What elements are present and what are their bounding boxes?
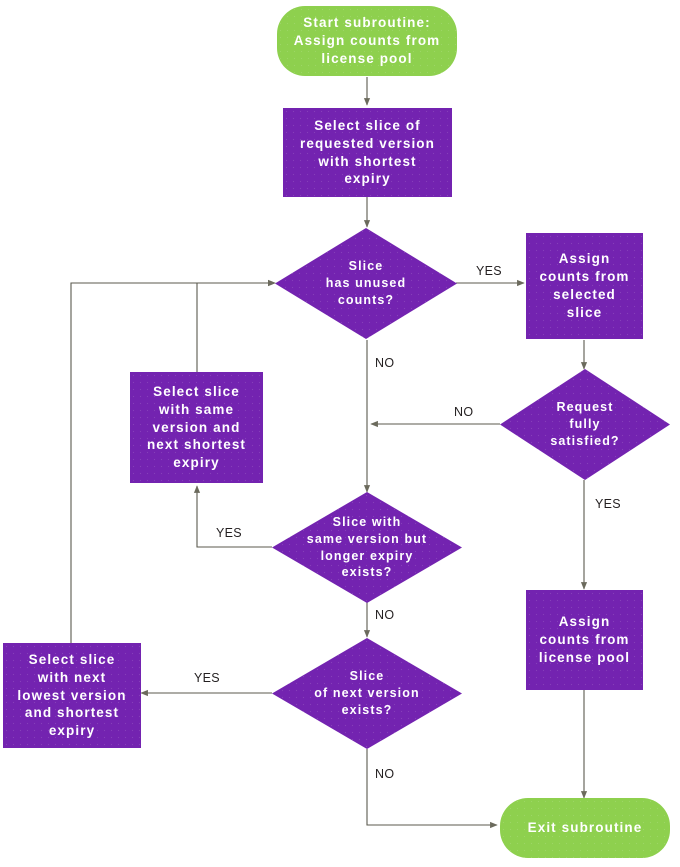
node-request-fully-satisfied[interactable]: Request fully satisfied? bbox=[500, 369, 670, 480]
node-request-fully-satisfied-label: Request fully satisfied? bbox=[550, 400, 620, 448]
edge-next-version-no bbox=[366, 749, 498, 829]
edge-label-next-version-no: NO bbox=[375, 767, 395, 781]
node-assign-counts-selected-slice[interactable]: Assign counts from selected slice bbox=[526, 233, 643, 339]
node-slice-has-unused-counts[interactable]: Slice has unused counts? bbox=[275, 228, 457, 339]
edge-label-next-version-yes: YES bbox=[194, 671, 220, 685]
node-slice-has-unused-counts-label: Slice has unused counts? bbox=[325, 259, 407, 307]
edge-label-request-satisfied-yes: YES bbox=[595, 497, 621, 511]
node-assign-counts-license-pool[interactable]: Assign counts from license pool bbox=[526, 590, 643, 690]
edge-select-next-lowest-loop bbox=[70, 279, 276, 643]
node-exit-subroutine[interactable]: Exit subroutine bbox=[500, 798, 670, 858]
edge-label-has-unused-yes: YES bbox=[476, 264, 502, 278]
edge-label-request-satisfied-no: NO bbox=[454, 405, 474, 419]
node-exit-subroutine-label: Exit subroutine bbox=[527, 820, 643, 836]
edge-select-same-version-loop bbox=[196, 279, 276, 372]
edge-label-same-version-longer-yes: YES bbox=[216, 526, 242, 540]
node-select-slice-same-version-next-expiry[interactable]: Select slice with same version and next … bbox=[130, 372, 263, 483]
edge-label-has-unused-no: NO bbox=[375, 356, 395, 370]
node-same-version-longer-expiry-exists-label: Slice with same version but longer expir… bbox=[306, 514, 428, 580]
node-select-slice-next-lowest-version-label: Select slice with next lowest version an… bbox=[17, 651, 127, 739]
node-select-slice-next-lowest-version[interactable]: Select slice with next lowest version an… bbox=[3, 643, 141, 748]
edge-same-version-yes bbox=[193, 485, 272, 548]
node-start-subroutine[interactable]: Start subroutine: Assign counts from lic… bbox=[277, 6, 457, 76]
node-next-version-slice-exists[interactable]: Slice of next version exists? bbox=[272, 638, 462, 749]
node-select-slice-shortest-expiry[interactable]: Select slice of requested version with s… bbox=[283, 108, 452, 197]
node-same-version-longer-expiry-exists[interactable]: Slice with same version but longer expir… bbox=[272, 492, 462, 603]
node-assign-counts-selected-slice-label: Assign counts from selected slice bbox=[539, 251, 630, 320]
node-assign-counts-license-pool-label: Assign counts from license pool bbox=[538, 614, 631, 665]
node-start-subroutine-label: Start subroutine: Assign counts from lic… bbox=[293, 15, 441, 66]
edge-label-same-version-longer-no: NO bbox=[375, 608, 395, 622]
node-next-version-slice-exists-label: Slice of next version exists? bbox=[314, 669, 420, 717]
node-select-slice-same-version-next-expiry-label: Select slice with same version and next … bbox=[146, 383, 247, 471]
node-select-slice-shortest-expiry-label: Select slice of requested version with s… bbox=[300, 117, 435, 187]
